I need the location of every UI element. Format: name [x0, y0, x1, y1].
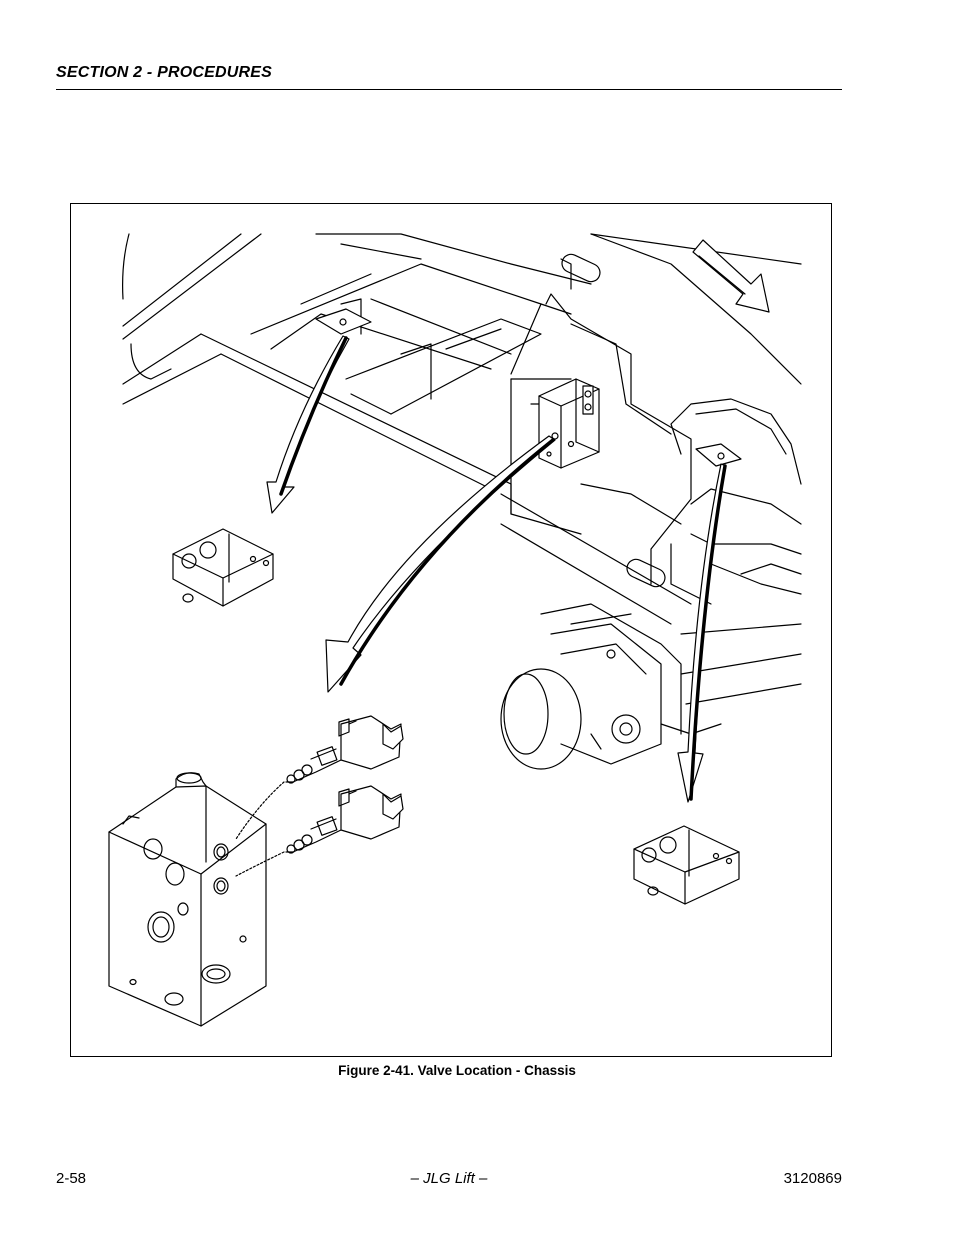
- cartridge-valve-lower: [285, 785, 404, 854]
- direction-arrow-icon: [692, 239, 770, 313]
- chassis-frame-drawing: [122, 233, 802, 770]
- assembly-guide-line-upper: [235, 781, 285, 840]
- junction-box-right: [633, 825, 740, 905]
- left-junction-box-mount: [315, 308, 372, 335]
- cartridge-valve-upper: [285, 715, 404, 784]
- figure-caption: Figure 2-41. Valve Location - Chassis: [338, 1063, 576, 1078]
- junction-box-left: [172, 528, 274, 607]
- exploded-valve-block: [108, 772, 267, 1027]
- valve-location-illustration: [108, 233, 802, 1027]
- section-title: SECTION 2 - PROCEDURES: [56, 64, 272, 81]
- header-rule: [56, 89, 842, 90]
- page-number: 2-58: [56, 1170, 87, 1187]
- document-number: 3120869: [783, 1170, 842, 1187]
- footer-publisher: – JLG Lift –: [410, 1170, 488, 1187]
- assembly-guide-line-lower: [235, 851, 285, 877]
- chassis-valve-block: [538, 378, 600, 469]
- figure-frame: [70, 203, 832, 1057]
